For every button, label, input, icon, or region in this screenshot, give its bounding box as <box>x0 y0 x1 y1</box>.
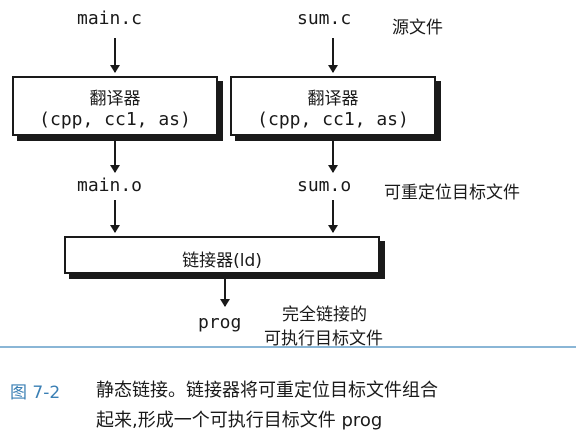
output-label-line2: 可执行目标文件 <box>264 329 383 349</box>
output-label-line1: 完全链接的 <box>282 305 367 325</box>
source-files-label: 源文件 <box>392 18 443 38</box>
translator-title: 翻译器 <box>89 89 141 109</box>
translator-subtitle: (cpp, cc1, as) <box>257 109 409 130</box>
object-file-sum-o: sum.o <box>297 175 352 196</box>
figure-number: 图 7-2 <box>10 383 61 403</box>
flow-arrows <box>110 38 338 307</box>
translator-subtitle: (cpp, cc1, as) <box>39 109 191 130</box>
translator-title: 翻译器 <box>307 89 359 109</box>
translator-box-left: 翻译器 (cpp, cc1, as) <box>12 76 218 136</box>
figure-caption-line2: 起来,形成一个可执行目标文件 prog <box>96 410 383 431</box>
output-file-prog: prog <box>198 312 242 333</box>
linker-label: 链接器(ld) <box>182 251 262 271</box>
figure-caption-line1: 静态链接。链接器将可重定位目标文件组合 <box>96 380 438 401</box>
source-file-main-c: main.c <box>77 8 143 29</box>
caption-divider <box>0 346 576 348</box>
translator-box-right: 翻译器 (cpp, cc1, as) <box>230 76 436 136</box>
source-file-sum-c: sum.c <box>297 8 352 29</box>
object-files-label: 可重定位目标文件 <box>384 183 520 203</box>
object-file-main-o: main.o <box>77 175 143 196</box>
linker-box: 链接器(ld) <box>64 236 380 274</box>
